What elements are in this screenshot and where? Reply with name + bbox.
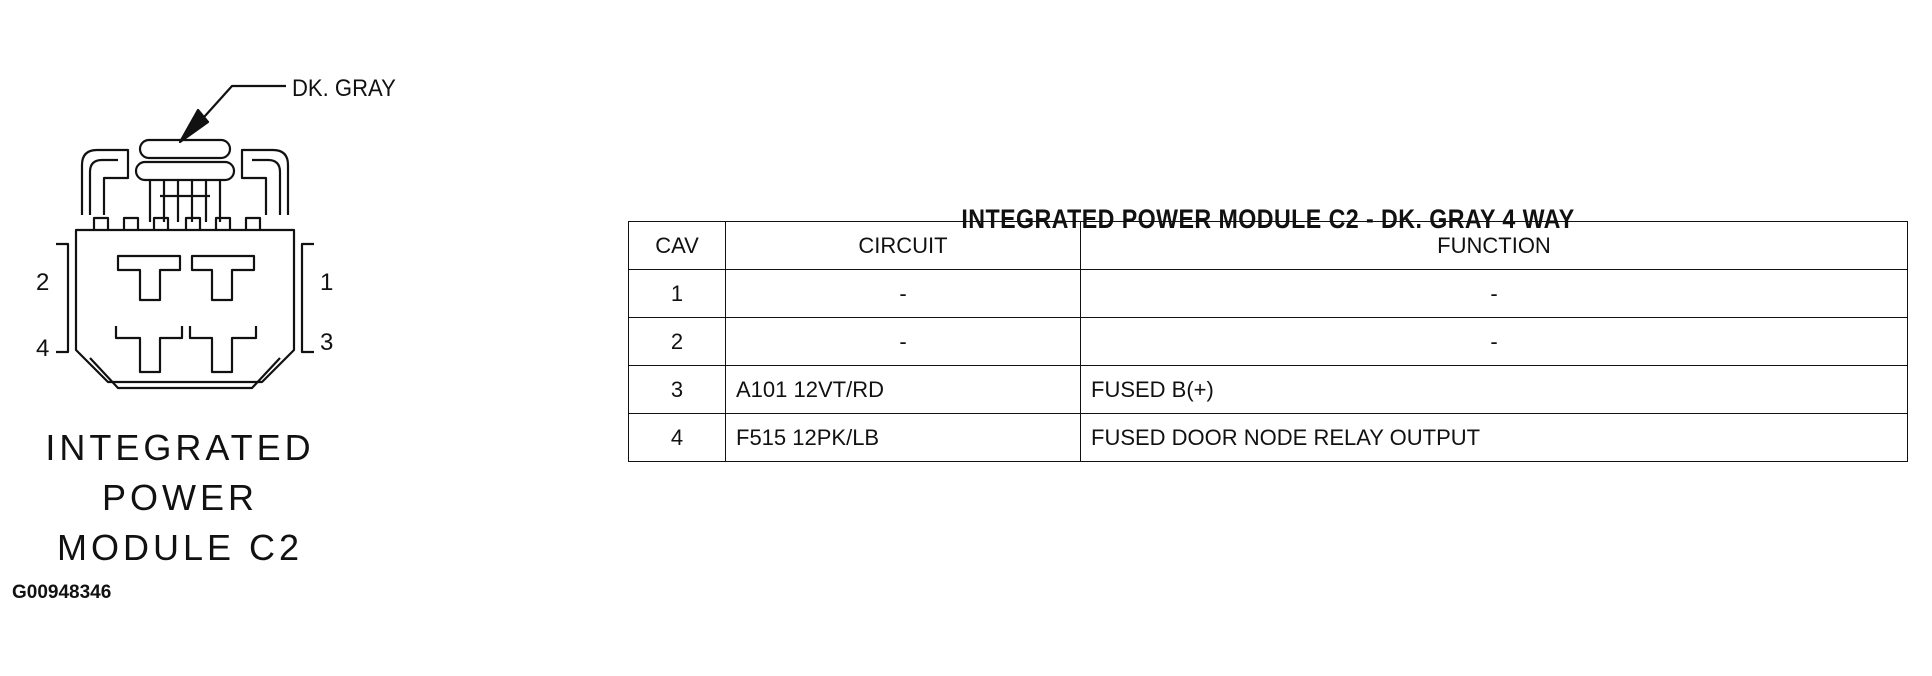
- caption-line-3: MODULE C2: [56, 527, 304, 568]
- seal-ring-upper: [138, 138, 232, 160]
- row-cav: 4: [628, 413, 726, 462]
- pin-label-1: 1: [320, 269, 333, 296]
- table-row: 4 F515 12PK/LB FUSED DOOR NODE RELAY OUT…: [628, 413, 1908, 462]
- latch-right: [240, 148, 290, 215]
- wire-color-label: DK. GRAY: [292, 74, 396, 101]
- table-row: 3 A101 12VT/RD FUSED B(+): [628, 365, 1908, 414]
- cavity-4: [114, 326, 184, 374]
- row-circuit: -: [725, 317, 1081, 366]
- row-function: FUSED B(+): [1080, 365, 1908, 414]
- pinout-table: CAV CIRCUIT FUNCTION 1 - - 2 - - 3 A101 …: [628, 221, 1908, 462]
- latch-left: [80, 148, 130, 215]
- connector-bottom-lip: [89, 357, 281, 390]
- pin-label-4: 4: [36, 335, 49, 362]
- table-row: 1 - -: [628, 269, 1908, 318]
- cavity-2: [116, 254, 182, 302]
- cavity-1: [190, 254, 256, 302]
- wire-leader-arrowhead: [178, 108, 210, 144]
- connector-side-rib-right: [300, 242, 314, 354]
- connector-top-teeth: [92, 216, 262, 230]
- table-header-row: CAV CIRCUIT FUNCTION: [628, 221, 1908, 270]
- connector-body: [74, 228, 296, 384]
- connector-caption: INTEGRATED POWER MODULE C2: [30, 423, 330, 573]
- row-cav: 2: [628, 317, 726, 366]
- row-circuit: F515 12PK/LB: [725, 413, 1081, 462]
- caption-line-2: POWER: [101, 477, 258, 518]
- row-cav: 1: [628, 269, 726, 318]
- row-circuit: A101 12VT/RD: [725, 365, 1081, 414]
- row-circuit: -: [725, 269, 1081, 318]
- pin-label-2: 2: [36, 269, 49, 296]
- latch-left-inner: [88, 158, 118, 215]
- cavity-3: [188, 326, 258, 374]
- pin-label-3: 3: [320, 329, 333, 356]
- row-function: FUSED DOOR NODE RELAY OUTPUT: [1080, 413, 1908, 462]
- row-function: -: [1080, 269, 1908, 318]
- latch-right-inner: [252, 158, 282, 215]
- row-cav: 3: [628, 365, 726, 414]
- caption-line-1: INTEGRATED: [45, 427, 315, 468]
- table-row: 2 - -: [628, 317, 1908, 366]
- header-circuit: CIRCUIT: [725, 221, 1081, 270]
- header-function: FUNCTION: [1080, 221, 1908, 270]
- wire-leader-line: [195, 84, 286, 127]
- center-posts: [148, 180, 222, 222]
- row-function: -: [1080, 317, 1908, 366]
- header-cav: CAV: [628, 221, 726, 270]
- figure-id: G00948346: [12, 582, 112, 603]
- seal-ring-lower: [134, 160, 236, 182]
- connector-side-rib-left: [56, 242, 70, 354]
- connector-diagram: DK. GRAY 2 4 1 3: [36, 74, 396, 390]
